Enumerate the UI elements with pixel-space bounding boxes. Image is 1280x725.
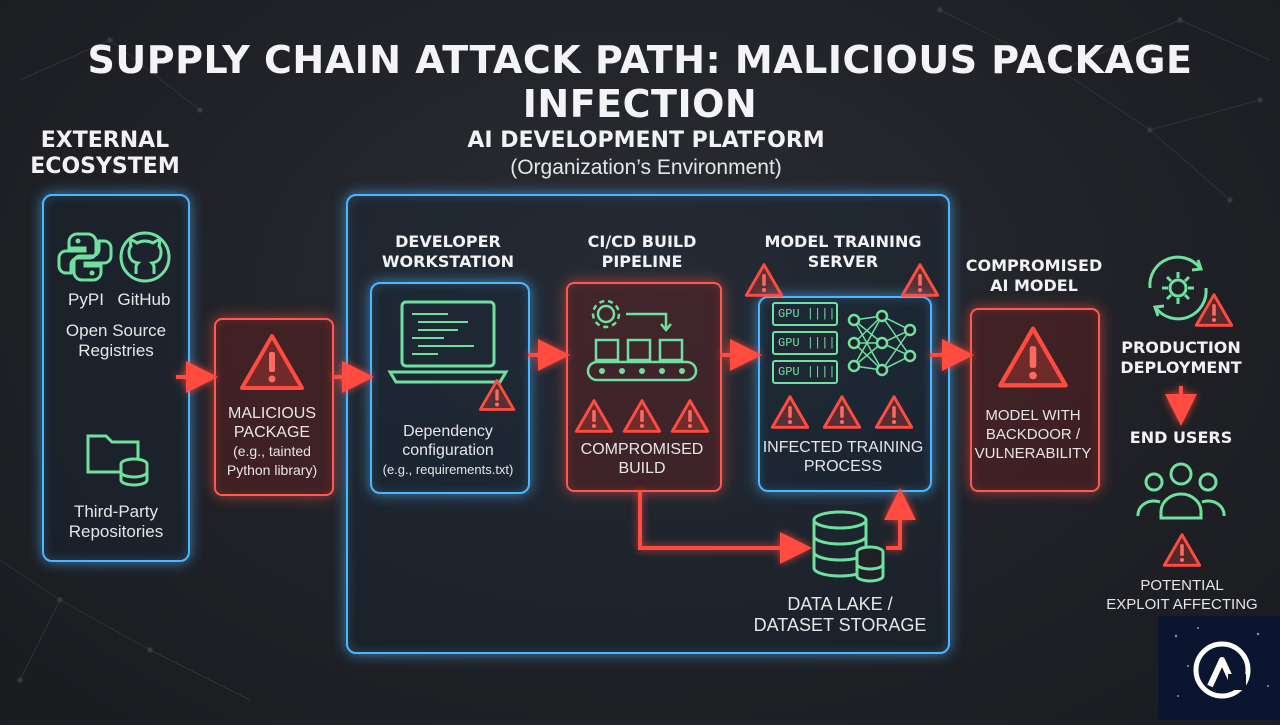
- label-line: BACKDOOR /: [985, 426, 1081, 443]
- developer-heading: DEVELOPER WORKSTATION: [370, 232, 526, 272]
- gear-cycle-icon: [1148, 255, 1208, 321]
- github-label: GitHub: [117, 290, 171, 309]
- warning-icon: [574, 399, 614, 433]
- python-icon: [57, 232, 113, 282]
- model-label: MODEL WITH BACKDOOR / VULNERABILITY: [970, 406, 1096, 463]
- warning-icon: [1162, 533, 1202, 567]
- label-line: MALICIOUS: [227, 405, 316, 422]
- database-icon: [812, 510, 885, 583]
- label-line: Dependency: [403, 423, 493, 440]
- heading-line: SERVER: [807, 252, 879, 271]
- label-line: Repositories: [68, 522, 164, 541]
- heading-line: MODEL TRAINING: [764, 232, 922, 251]
- pypi-label: PyPI: [68, 290, 104, 309]
- arrow-datalake-to-training: [884, 488, 916, 550]
- gpu-label: GPU: [778, 307, 800, 321]
- malicious-package-box: [214, 318, 334, 496]
- page-title: SUPPLY CHAIN ATTACK PATH: MALICIOUS PACK…: [87, 38, 1193, 126]
- gpu-label: GPU: [778, 365, 800, 379]
- heading-line: EXTERNAL: [40, 128, 170, 153]
- warning-icon: [622, 399, 662, 433]
- label-line: BUILD: [618, 460, 666, 477]
- heading-line: ECOSYSTEM: [30, 154, 180, 179]
- warning-icon: [1194, 293, 1234, 327]
- external-ecosystem-heading: EXTERNAL ECOSYSTEM: [20, 128, 190, 180]
- laptop-icon: [387, 300, 509, 384]
- model-heading: COMPROMISED AI MODEL: [956, 256, 1112, 296]
- training-box: [758, 296, 932, 492]
- third-party-label: Third-Party Repositories: [42, 502, 190, 542]
- production-heading: PRODUCTION DEPLOYMENT: [1106, 338, 1256, 378]
- malicious-package-label: MALICIOUS PACKAGE (e.g., tainted Python …: [214, 404, 330, 480]
- label-line: PACKAGE: [233, 424, 311, 441]
- cicd-label: COMPROMISED BUILD: [566, 440, 718, 478]
- datalake-label: DATA LAKE / DATASET STORAGE: [740, 594, 940, 636]
- folder-database-icon: [86, 434, 149, 487]
- label-line: (e.g., requirements.txt): [382, 462, 514, 477]
- training-heading: MODEL TRAINING SERVER: [744, 232, 942, 272]
- heading-line: CI/CD BUILD: [587, 232, 697, 251]
- label-line: INFECTED TRAINING: [762, 439, 924, 456]
- heading-line: DEVELOPER: [395, 232, 501, 251]
- label-line: VULNERABILITY: [974, 445, 1092, 462]
- label-line: MODEL WITH: [985, 407, 1081, 424]
- label-line: Registries: [78, 341, 154, 360]
- users-icon: [1136, 462, 1226, 520]
- warning-icon: [900, 263, 940, 297]
- label-line: DATASET STORAGE: [753, 615, 927, 635]
- heading-line: AI MODEL: [990, 276, 1078, 295]
- github-icon: [119, 231, 171, 283]
- label-line: Third-Party: [73, 502, 159, 521]
- warning-icon: [874, 395, 914, 429]
- arrow-cicd-to-datalake: [638, 490, 812, 564]
- gpu-server-icon: GPU |||| GPU |||| GPU ||||: [772, 302, 838, 384]
- label-line: Open Source: [65, 321, 167, 340]
- cicd-heading: CI/CD BUILD PIPELINE: [566, 232, 718, 272]
- heading-line: WORKSTATION: [381, 252, 515, 271]
- gpu-unit: GPU ||||: [772, 360, 838, 384]
- logo-icon: [1174, 627, 1269, 699]
- neural-network-icon: [847, 309, 917, 377]
- warning-icon: [998, 326, 1068, 388]
- open-source-label: Open Source Registries: [42, 321, 190, 361]
- gpu-label: GPU: [778, 336, 800, 350]
- label-line: EXPLOIT AFFECTING: [1106, 596, 1258, 613]
- warning-icon: [744, 263, 784, 297]
- warning-icon: [770, 395, 810, 429]
- heading-line: COMPROMISED: [965, 256, 1103, 275]
- heading-line: PIPELINE: [601, 252, 683, 271]
- heading-line: DEPLOYMENT: [1120, 358, 1242, 377]
- developer-label: Dependency configuration (e.g., requirem…: [370, 422, 526, 479]
- training-label: INFECTED TRAINING PROCESS: [758, 438, 928, 476]
- warning-icon: [822, 395, 862, 429]
- label-line: DATA LAKE /: [787, 594, 893, 614]
- platform-heading: AI DEVELOPMENT PLATFORM: [467, 128, 825, 153]
- end-users-heading: END USERS: [1129, 428, 1233, 447]
- label-line: configuration: [402, 442, 494, 459]
- platform-box: [346, 194, 950, 654]
- gpu-unit: GPU ||||: [772, 302, 838, 326]
- external-ecosystem-box: [42, 194, 190, 562]
- label-line: COMPROMISED: [580, 441, 704, 458]
- model-box: [970, 308, 1100, 492]
- cicd-box: [566, 282, 722, 492]
- label-line: Python library): [226, 462, 318, 478]
- label-line: POTENTIAL: [1140, 577, 1224, 594]
- logo-badge: [1158, 616, 1280, 720]
- warning-icon: [240, 334, 304, 390]
- label-line: (e.g., tainted: [233, 443, 311, 459]
- gpu-unit: GPU ||||: [772, 331, 838, 355]
- conveyor-icon: [586, 299, 698, 382]
- warning-icon: [670, 399, 710, 433]
- warning-icon: [478, 379, 516, 411]
- platform-subheading: (Organization’s Environment): [510, 156, 782, 179]
- heading-line: PRODUCTION: [1121, 338, 1241, 357]
- label-line: PROCESS: [803, 458, 883, 475]
